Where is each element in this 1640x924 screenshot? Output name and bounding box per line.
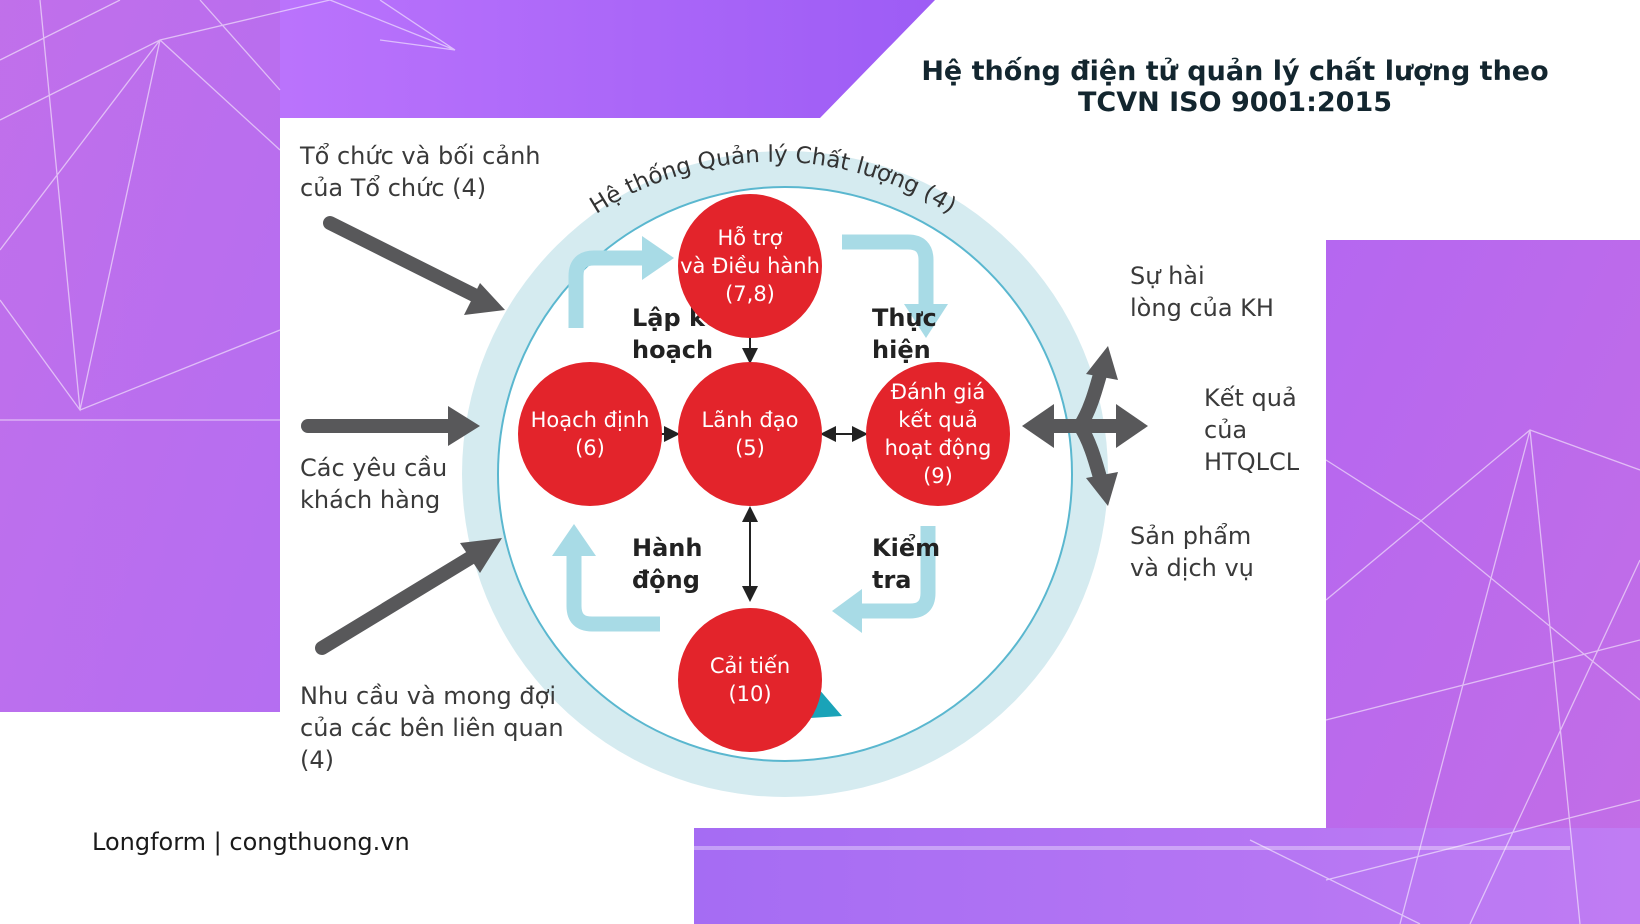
page-title: Hệ thống điện tử quản lý chất lượng theo… [921, 56, 1549, 118]
node-improvement-label: Cải tiến (10) [709, 654, 791, 706]
input-label-context: Tổ chức và bối cảnh của Tổ chức (4) [300, 142, 541, 202]
node-performance-evaluation-label: Đánh giá kết quả hoạt động (9) [884, 380, 992, 488]
node-support-operation: Hỗ trợ và Điều hành (7,8) [678, 194, 822, 338]
output-label-qms-results: Kết quả của HTQLCL [1204, 384, 1300, 476]
output-label-products-services: Sản phẩm và dịch vụ [1130, 522, 1254, 582]
node-leadership: Lãnh đạo (5) [678, 362, 822, 506]
cycle-arrow-check [858, 526, 936, 619]
cycle-arrow-plan [568, 250, 645, 328]
input-arrows [301, 216, 505, 655]
phase-label-act: Hành động [632, 534, 703, 594]
node-planning-label: Hoạch định (6) [530, 408, 650, 460]
footer-credit: Longform | congthuong.vn [92, 828, 410, 856]
phase-label-check: Kiểm tra [872, 534, 941, 594]
node-planning: Hoạch định (6) [518, 362, 662, 506]
input-arrow-context [323, 216, 505, 315]
input-label-stakeholder-needs: Nhu cầu và mong đợi của các bên liên qua… [300, 682, 564, 774]
cycle-arrow-act [566, 550, 660, 632]
node-improvement: Cải tiến (10) [678, 608, 822, 752]
node-leadership-label: Lãnh đạo (5) [701, 408, 799, 460]
node-support-operation-label: Hỗ trợ và Điều hành (7,8) [680, 226, 820, 306]
cycle-arrows [566, 234, 936, 632]
qms-inner-border [497, 186, 1073, 762]
cycle-arrow-do [842, 234, 934, 306]
pdca-diagram: Hệ thống Quản lý Chất lượng (4) [280, 118, 1326, 828]
purple-band-top-left [0, 0, 935, 712]
input-arrow-requirements [301, 406, 480, 446]
purple-band-bottom-right [694, 240, 1640, 924]
node-performance-evaluation: Đánh giá kết quả hoạt động (9) [866, 362, 1010, 506]
output-arrows [1022, 346, 1148, 506]
input-label-customer-requirements: Các yêu cầu khách hàng [300, 454, 448, 514]
output-label-customer-satisfaction: Sự hài lòng của KH [1130, 262, 1274, 322]
phase-label-do: Thực hiện [872, 304, 937, 364]
input-arrow-stakeholders [315, 538, 502, 655]
